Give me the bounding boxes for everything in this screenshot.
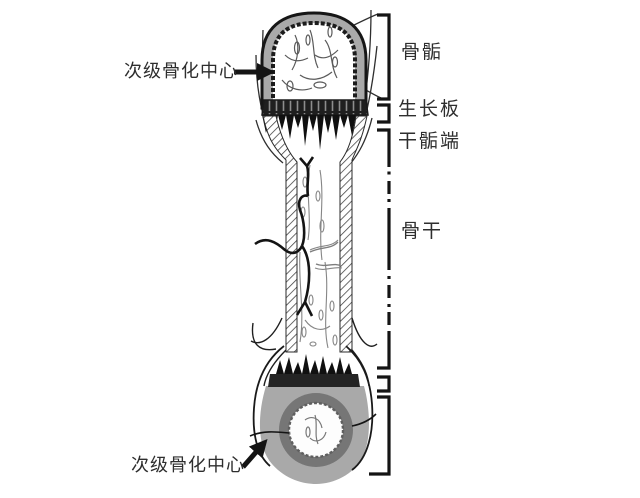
label-growth-plate: 生长板 xyxy=(398,99,462,120)
label-secondary-ossification-center-bottom: 次级骨化中心 xyxy=(131,455,245,475)
bracket-epiphysis xyxy=(377,13,391,101)
bracket-growth-plate-bottom xyxy=(377,375,391,393)
bracket-epiphysis-bottom xyxy=(369,395,391,476)
label-epiphysis: 骨骺 xyxy=(401,42,444,63)
nutrient-vessel xyxy=(254,156,342,317)
bracket-growth-plate xyxy=(377,103,391,124)
growth-plate-bottom-spikes xyxy=(276,354,352,374)
growth-plate-top-drawing xyxy=(261,99,369,150)
pointer-arrows xyxy=(234,63,275,469)
label-metaphysis: 干骺端 xyxy=(398,131,462,152)
top-epiphysis-drawing xyxy=(260,11,368,110)
arrow-up-right-icon xyxy=(241,438,268,469)
cortical-walls xyxy=(262,115,368,353)
brackets xyxy=(369,13,391,476)
bottom-epiphysis-drawing xyxy=(249,345,377,484)
trabeculae-sketch-top xyxy=(281,26,339,92)
growth-plate-bottom-band xyxy=(268,374,360,387)
bracket-metaphysis-diaphysis xyxy=(377,128,391,370)
label-diaphysis: 骨干 xyxy=(401,221,444,242)
trabeculae-sketch-bottom xyxy=(304,414,327,445)
label-secondary-ossification-center-top: 次级骨化中心 xyxy=(124,61,238,81)
